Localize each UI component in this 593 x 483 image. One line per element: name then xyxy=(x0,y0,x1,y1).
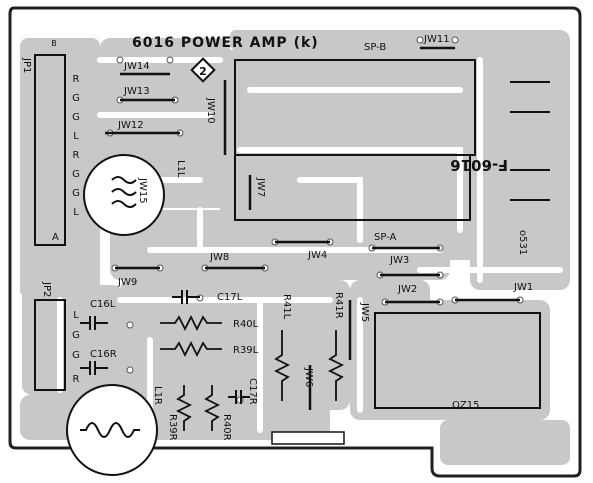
jw1-label: JW1 xyxy=(513,282,533,293)
jp1-pin-label: L xyxy=(73,131,79,142)
jw4-label: JW4 xyxy=(307,250,327,261)
jw15-label: JW15 xyxy=(137,177,148,204)
jw2-label: JW2 xyxy=(397,284,417,295)
jw10-label: JW10 xyxy=(205,97,216,124)
l1r-label: L1R xyxy=(152,386,163,405)
sp-a-terminal xyxy=(234,154,471,221)
c17r-label: C17R xyxy=(247,378,258,405)
jw3-label: JW3 xyxy=(389,255,409,266)
r40r-label: R40R xyxy=(221,414,232,441)
c17l-label: C17L xyxy=(217,292,243,303)
l1l-coil xyxy=(83,154,165,236)
c16l-label: C16L xyxy=(90,299,116,310)
jumper-wires xyxy=(105,46,520,410)
capacitor-symbols xyxy=(80,290,250,404)
jw5-label: JW5 xyxy=(359,302,370,322)
resistor-symbols xyxy=(160,314,345,431)
jp1-pin-label: B xyxy=(51,39,57,48)
jp1-pin-label: G xyxy=(72,112,80,123)
revision-marker: 2 xyxy=(190,57,216,83)
jp1-pin-label: G xyxy=(72,188,80,199)
jw14-label: JW14 xyxy=(123,61,150,72)
r39l-label: R39L xyxy=(233,345,259,356)
r40l-label: R40L xyxy=(233,319,259,330)
jp1-end-label: A xyxy=(52,232,59,243)
jp2-pin-label: L xyxy=(73,310,79,321)
jw6-label: JW6 xyxy=(303,367,314,387)
qz15-label: QZ15 xyxy=(452,400,479,411)
r41r-label: R41R xyxy=(333,292,344,319)
jp1-pin-label: R xyxy=(73,74,80,85)
jp2-pin-label: G xyxy=(72,350,80,361)
jw8-label: JW8 xyxy=(209,252,229,263)
jp1-pin-label: G xyxy=(72,93,80,104)
jp1-pin-label: R xyxy=(73,150,80,161)
mirrored-board-code: o531 xyxy=(517,230,528,255)
jp2-connector xyxy=(34,299,66,391)
r39r-label: R39R xyxy=(167,414,178,441)
board-title: 6016 POWER AMP (k) xyxy=(132,35,319,51)
jp2-pin-label: G xyxy=(72,330,80,341)
jp1-pin-labels: B R G G L R G G L xyxy=(51,39,80,218)
heatsink-bar xyxy=(271,431,345,445)
sp-b-label: SP-B xyxy=(364,42,386,53)
c16r-label: C16R xyxy=(90,349,117,360)
jw7-label: JW7 xyxy=(255,177,266,197)
jw12-label: JW12 xyxy=(117,120,144,131)
jp1-label: JP1 xyxy=(21,57,32,73)
qz15-module xyxy=(374,312,541,409)
mirrored-board-title: F-6016 xyxy=(450,156,508,174)
jw13-label: JW13 xyxy=(123,86,150,97)
l1r-coil xyxy=(66,384,158,476)
jp1-connector xyxy=(34,54,66,246)
jw9-label: JW9 xyxy=(117,277,137,288)
r41l-label: R41L xyxy=(281,294,292,320)
jp2-label: JP2 xyxy=(41,281,52,297)
jw11-label: JW11 xyxy=(423,34,450,45)
jp2-pin-label: R xyxy=(73,374,80,385)
l1l-label: L1L xyxy=(175,160,186,178)
jp2-pin-labels: L G G R xyxy=(72,310,80,385)
jp1-pin-label: G xyxy=(72,169,80,180)
revision-number: 2 xyxy=(199,65,207,78)
jp1-pin-label: L xyxy=(73,207,79,218)
sp-a-label: SP-A xyxy=(374,232,397,243)
edge-pins xyxy=(510,81,550,201)
